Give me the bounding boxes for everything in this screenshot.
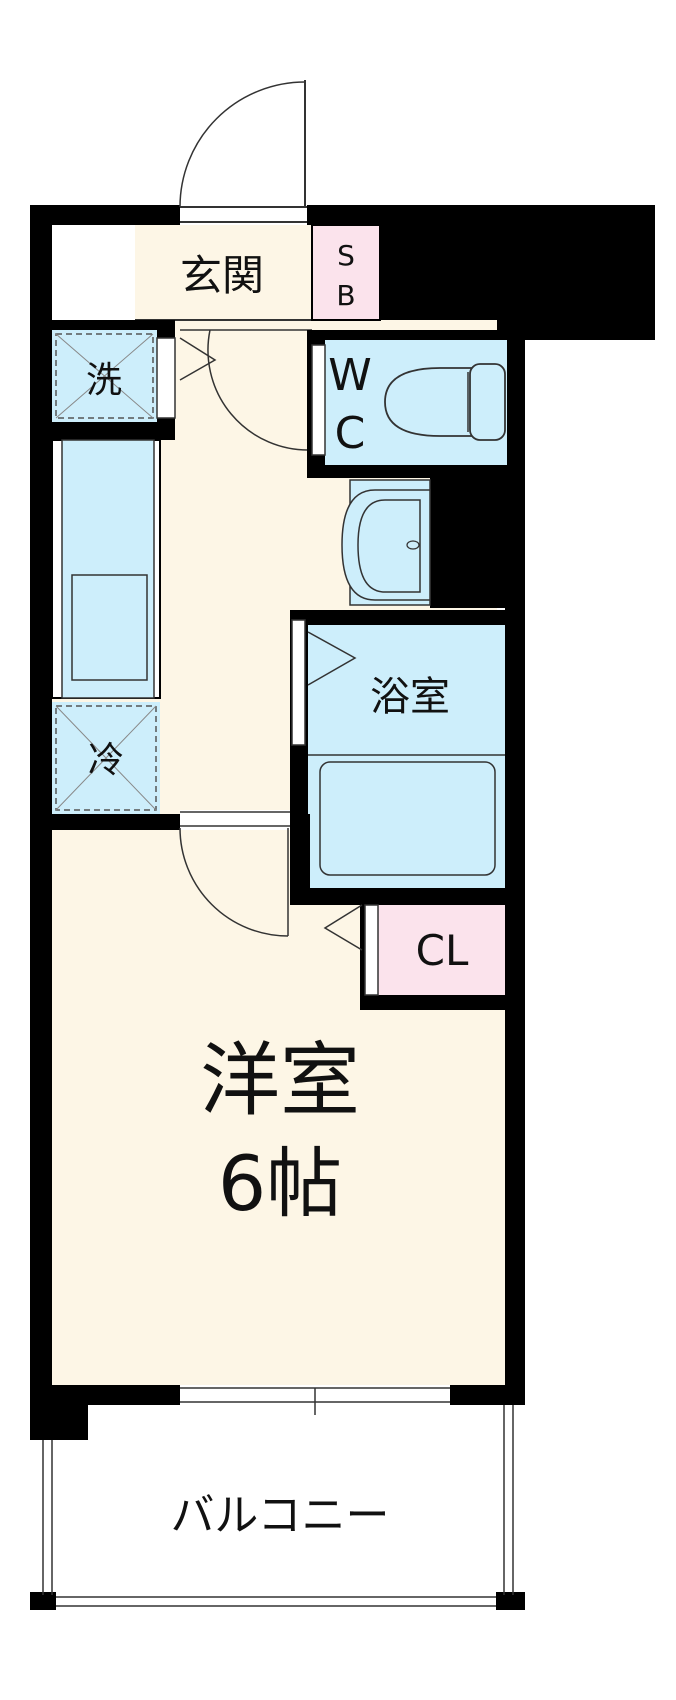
washer-area — [30, 320, 176, 440]
entrance-floor — [135, 225, 312, 320]
toilet-room — [307, 330, 507, 478]
shoe-box-label-b: B — [336, 279, 355, 312]
fridge-label: 冷 — [88, 740, 124, 781]
kitchen — [51, 439, 161, 699]
fridge-area — [52, 702, 160, 814]
balcony-window — [180, 1385, 450, 1415]
closet — [323, 890, 507, 1010]
western-room-name: 洋室 — [200, 1034, 360, 1127]
closet-label: CL — [416, 926, 469, 975]
western-room-size: 6帖 — [218, 1139, 342, 1228]
bathroom-label: 浴室 — [370, 674, 450, 720]
hall-door-swing — [207, 329, 311, 451]
western-room-door — [52, 810, 310, 937]
washer-label: 洗 — [86, 360, 122, 401]
toilet-icon — [384, 367, 476, 437]
balcony — [42, 1405, 514, 1607]
washbasin — [341, 478, 505, 608]
shoe-box-label-s: S — [337, 239, 355, 272]
entrance-label: 玄関 — [180, 251, 264, 300]
bathtub-icon — [319, 761, 496, 876]
shoe-box — [311, 224, 381, 321]
toilet-label-w: W — [328, 350, 372, 401]
bathroom — [290, 610, 507, 905]
entrance-door — [179, 80, 307, 225]
balcony-label: バルコニー — [170, 1490, 389, 1541]
toilet-label-c: C — [335, 408, 366, 459]
